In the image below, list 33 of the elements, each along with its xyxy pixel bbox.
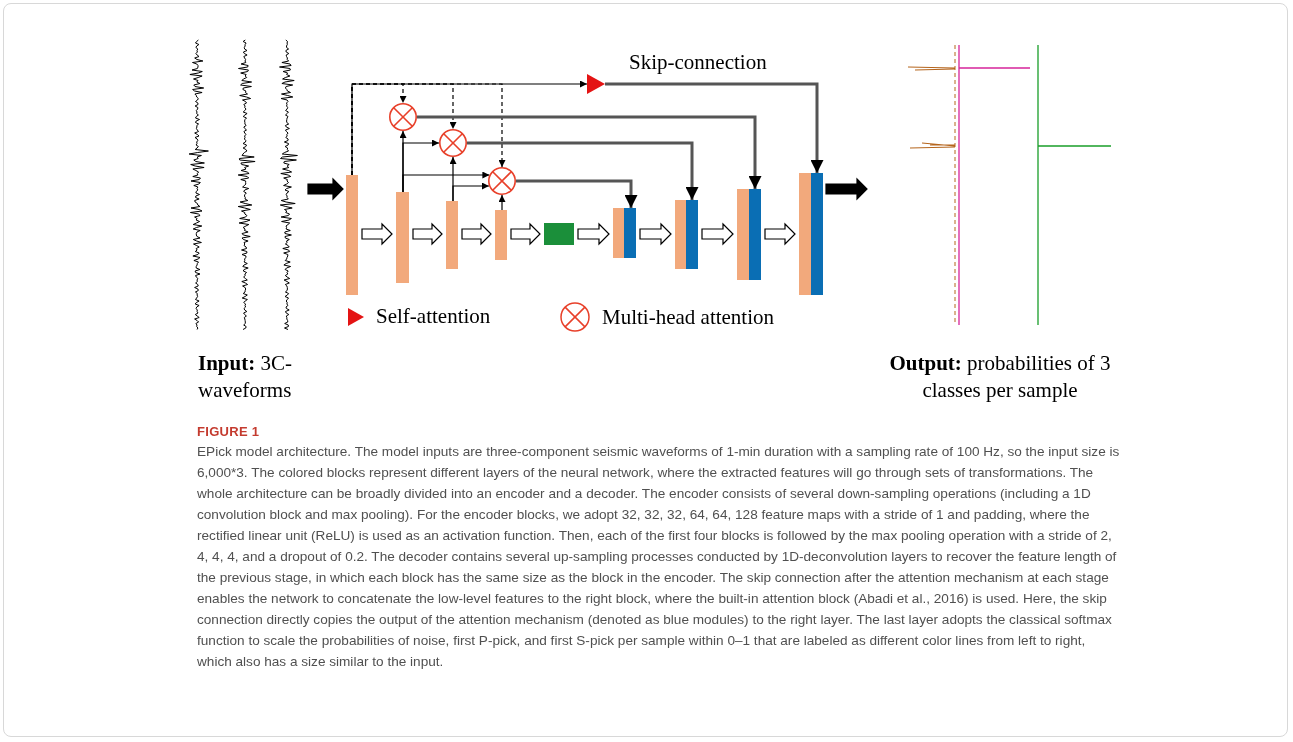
dashed-arrow — [351, 83, 506, 176]
skip-connection-arrow — [516, 179, 638, 208]
encoder-block — [446, 201, 458, 269]
arrow — [402, 171, 490, 193]
block-arrow — [764, 222, 796, 246]
node-caption: Input: 3C-waveforms — [198, 350, 293, 405]
figure-caption: EPick model architecture. The model inputs are three-component seismic waveforms of 1-min duration with a sampling rate of 100 Hz, so the input size is 6,000*3. The colored blocks represent different layers of the neural network, where the extracted features will go through sets of transformations. The whole architecture can be broadly divided into an encoder and a decoder. The encoder consists of several down-sampling operations (including a 1D convolution block and max pooling). For the encoder blocks, we adopt 32, 32, 32, 64, 64, 128 feature maps with a stride of 1 and padding, where the rectified linear unit (ReLU) is used as an activation function. Then, each of the first four blocks is followed by the max pooling operation with a stride of 2, 4, 4, 4, and a dropout of 0.2. The decoder contains several up-sampling processes conducted by 1D-deconvolution layers to recover the feature length of the previous stage, in which each block has the same size as the block in the encoder. The skip connection after the attention mechanism at each stage enables the network to concatenate the low-level features to the right block, where the built-in attention block (Abadi et al., 2016) is used. Here, the skip connection directly copies the output of the attention mechanism (denoted as blue modules) to the right layer. The last layer adopts the classical softmax function to scale the probabilities of noise, first P-pick, and first S-pick per sample within 0–1 that are labeled as different color lines from left to right, which also has a size similar to the input. — [197, 443, 1121, 671]
block-arrow — [701, 222, 734, 246]
node-caption: Output: probabilities of 3 classes per sample — [888, 350, 1112, 405]
encoder-block — [346, 175, 358, 295]
decoder-block — [675, 200, 698, 269]
block-arrow — [461, 222, 492, 246]
bottleneck-block — [544, 223, 574, 245]
arrow — [452, 182, 490, 202]
arrow — [498, 194, 506, 211]
legend-text: Multi-head attention — [602, 304, 775, 330]
skip-connection-arrow — [417, 115, 762, 189]
decoder-block — [613, 208, 636, 258]
legend-text: Self-attention — [376, 304, 491, 329]
skip-connection-arrow — [605, 82, 824, 173]
skip-connection-arrow — [467, 141, 699, 200]
block-arrow — [361, 222, 393, 246]
arrow — [825, 177, 868, 201]
figure-label: FIGURE 1 — [197, 424, 260, 439]
encoder-block — [495, 210, 507, 260]
block-arrow — [412, 222, 443, 246]
block-arrow — [639, 222, 672, 246]
arrow — [307, 177, 344, 201]
decoder-block — [799, 173, 823, 295]
encoder-block — [396, 192, 409, 283]
decoder-block — [737, 189, 761, 280]
block-arrow — [510, 222, 541, 246]
block-arrow — [577, 222, 610, 246]
